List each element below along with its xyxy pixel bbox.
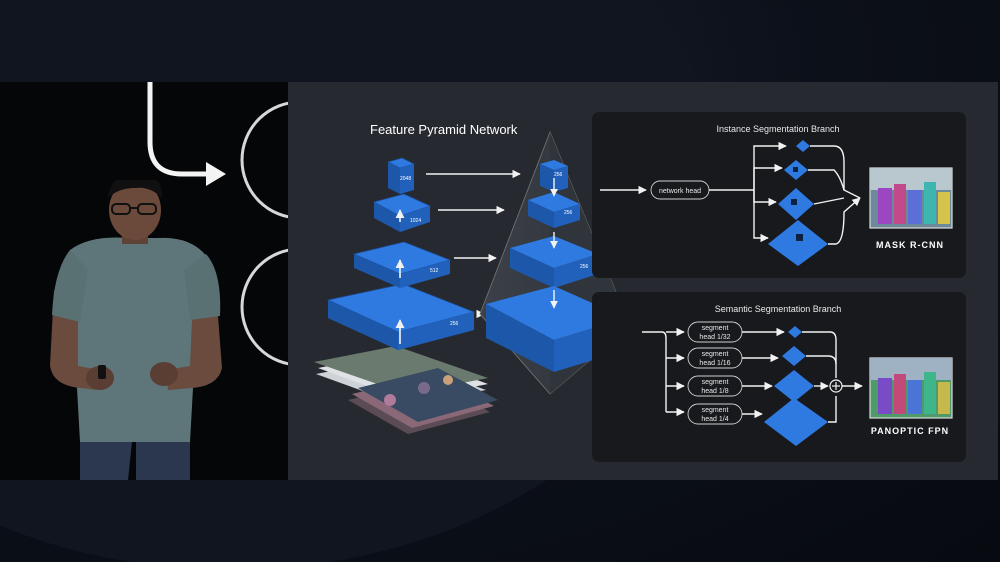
segment-head-box-4: segment head 1/4 [687, 403, 743, 425]
circle-outline-bottom [240, 248, 288, 366]
svg-text:segment: segment [702, 351, 729, 358]
mask-rcnn-output-image [869, 167, 953, 229]
svg-text:head 1/16: head 1/16 [699, 360, 730, 367]
panoptic-fpn-label: PANOPTIC FPN [871, 426, 949, 436]
presenter [50, 180, 222, 480]
panoptic-output-image [869, 357, 953, 419]
input-image-stack [314, 346, 498, 434]
left-level-label-2: 1024 [410, 218, 421, 224]
semantic-branch-panel: Semantic Segmentation Branch segment hea… [592, 292, 966, 462]
semantic-map-4 [764, 398, 828, 446]
right-level-label-2: 256 [564, 210, 573, 216]
left-feature-pyramid: 256 512 1024 [326, 157, 476, 350]
pyramid-level-1024: 1024 [372, 193, 432, 232]
semantic-map-2 [782, 346, 806, 366]
fpn-title: Feature Pyramid Network [370, 122, 518, 137]
left-level-label-4: 256 [450, 321, 459, 327]
left-screen [0, 82, 288, 480]
semantic-branch-title: Semantic Segmentation Branch [715, 304, 842, 314]
pyramid-level-256: 256 [326, 283, 476, 350]
segment-head-box-3: segment head 1/8 [687, 375, 743, 397]
svg-text:head 1/4: head 1/4 [701, 416, 728, 423]
instance-branch-title: Instance Segmentation Branch [716, 124, 839, 134]
curved-arrow-icon [147, 82, 208, 177]
pyramid-level-512: 512 [352, 241, 452, 288]
svg-text:segment: segment [702, 325, 729, 332]
right-level-label-1: 256 [554, 172, 563, 178]
circle-outline-top [240, 101, 288, 219]
svg-text:segment: segment [702, 379, 729, 386]
svg-text:head 1/8: head 1/8 [701, 388, 728, 395]
slide-diagram: Feature Pyramid Network [314, 112, 966, 462]
mask-rcnn-label: MASK R-CNN [876, 240, 944, 250]
right-level-label-3: 256 [580, 264, 589, 270]
segment-head-box-2: segment head 1/16 [687, 347, 743, 369]
network-head-label: network head [659, 188, 701, 195]
left-level-label-3: 512 [430, 268, 439, 274]
semantic-map-1 [788, 326, 802, 338]
pyramid-level-2048: 2048 [386, 157, 416, 194]
left-level-label-1: 2048 [400, 176, 411, 182]
mask-level-1 [796, 140, 810, 152]
arrow-head-icon [206, 162, 226, 186]
svg-text:head 1/32: head 1/32 [699, 334, 730, 341]
semantic-map-3 [774, 370, 814, 402]
mask-level-4 [768, 220, 828, 266]
segment-head-box-1: segment head 1/32 [687, 321, 743, 343]
slide: Feature Pyramid Network [288, 82, 998, 480]
svg-text:segment: segment [702, 407, 729, 414]
instance-branch-panel: Instance Segmentation Branch network hea… [592, 112, 966, 278]
